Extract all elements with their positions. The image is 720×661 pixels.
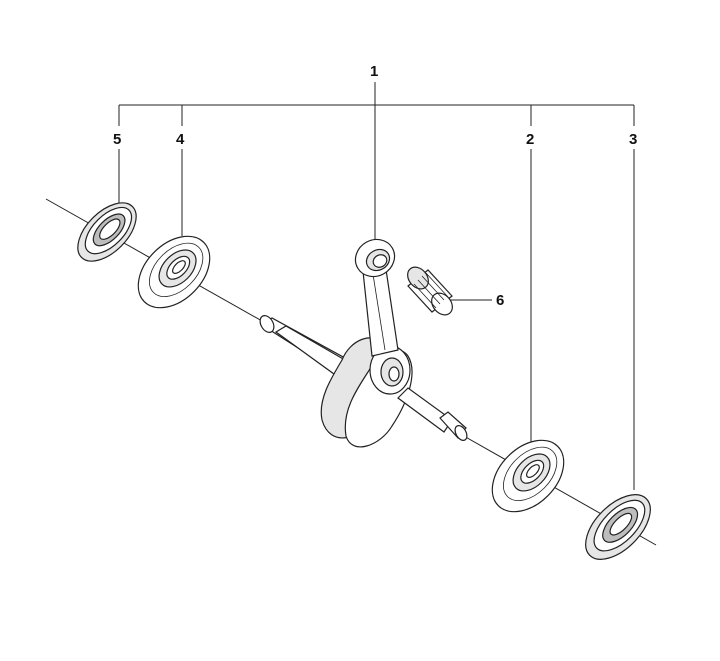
needle-bearing-needles xyxy=(413,272,449,309)
crankshaft-pin-hole xyxy=(388,366,400,382)
callout-3: 3 xyxy=(629,131,637,148)
crankshaft-right-end xyxy=(454,425,468,441)
crankshaft-right-journal xyxy=(397,387,453,433)
seal-left-bore xyxy=(99,218,121,240)
bearing-right-bore xyxy=(526,464,540,478)
bearing-right-race xyxy=(503,446,558,501)
leader-lines xyxy=(118,82,635,490)
crankshaft-left-end xyxy=(259,315,275,333)
needle-bearing xyxy=(407,266,453,316)
connecting-rod-small-end-inner xyxy=(372,254,388,268)
bearing-left-bore xyxy=(172,260,186,274)
needle-bearing-end-left xyxy=(407,266,429,290)
callout-1: 1 xyxy=(370,63,378,80)
callout-labels: 1 5 4 2 3 6 xyxy=(113,63,637,309)
seal-left xyxy=(77,202,137,262)
seal-right xyxy=(585,494,651,560)
seal-right-bore xyxy=(609,512,633,536)
connecting-rod-rib xyxy=(371,267,386,351)
needle-bearing-end-right xyxy=(431,292,453,316)
bearing-right xyxy=(491,439,565,513)
callout-2: 2 xyxy=(526,131,534,148)
bearing-left xyxy=(137,235,211,309)
callout-4: 4 xyxy=(176,131,185,148)
crankshaft xyxy=(259,238,468,448)
callout-6: 6 xyxy=(496,292,504,309)
callout-5: 5 xyxy=(113,131,121,148)
crankshaft-left-journal-step xyxy=(274,325,346,375)
